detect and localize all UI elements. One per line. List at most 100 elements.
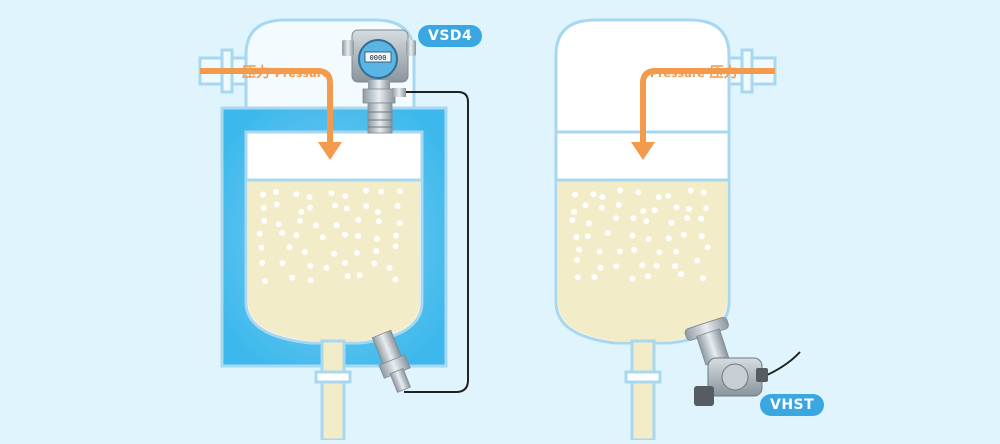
- bubble: [613, 215, 620, 222]
- bubble: [392, 243, 399, 250]
- bubble: [645, 273, 651, 280]
- bubble: [392, 276, 399, 283]
- bubble: [333, 222, 340, 229]
- bubble: [639, 262, 646, 269]
- bubble: [373, 248, 380, 255]
- bubble: [312, 222, 319, 229]
- bubble: [341, 231, 348, 238]
- bubble: [574, 274, 581, 281]
- bubble: [604, 230, 611, 236]
- vhst-gland-left: [694, 386, 714, 406]
- bubble: [629, 232, 636, 239]
- vsd4-connector-right: [406, 40, 416, 56]
- bubble: [323, 264, 330, 271]
- bubble: [617, 187, 624, 194]
- left-flow-en: Pressure: [274, 67, 330, 80]
- bubble: [680, 231, 687, 238]
- bubble: [585, 220, 592, 227]
- bubble: [591, 274, 598, 281]
- bubble: [306, 194, 313, 200]
- bubble: [678, 271, 684, 278]
- bubble: [700, 275, 706, 282]
- bubble: [386, 264, 393, 271]
- bubble: [673, 204, 680, 211]
- vhst-cap: [721, 363, 749, 391]
- bubble: [631, 246, 638, 253]
- bubble: [685, 205, 692, 212]
- bubble: [371, 260, 378, 267]
- bubble: [651, 207, 658, 214]
- bubble: [356, 272, 363, 279]
- bubble: [703, 205, 710, 212]
- right-outlet-collar: [624, 370, 662, 384]
- bubble: [700, 189, 707, 196]
- bubble: [582, 202, 589, 209]
- bubble: [273, 189, 280, 195]
- bubble: [687, 187, 694, 194]
- bubble: [629, 275, 636, 282]
- bubble: [599, 204, 605, 211]
- vhst-tag: VHST: [760, 394, 825, 416]
- bubble: [279, 229, 286, 236]
- right-pressure-arrow: [640, 68, 775, 145]
- bubble: [293, 191, 300, 198]
- bubble: [331, 250, 338, 257]
- bubble: [616, 248, 623, 255]
- bubble: [378, 188, 385, 195]
- vsd4-sensor: 0000: [342, 29, 469, 393]
- bubble: [260, 191, 266, 198]
- bubble: [275, 221, 282, 228]
- vhst-gland-right: [756, 368, 768, 382]
- bubble: [396, 220, 403, 227]
- bubble: [261, 217, 268, 224]
- bubble: [279, 260, 286, 267]
- bubble: [698, 233, 705, 240]
- bubble: [302, 249, 308, 256]
- bubble: [615, 201, 622, 208]
- bubble: [613, 263, 620, 270]
- bubble: [256, 230, 263, 237]
- bubble: [332, 202, 339, 209]
- left-outlet-collar: [314, 370, 352, 384]
- left-outlet-pipe: [320, 339, 346, 442]
- bubble: [258, 244, 265, 251]
- left-arrow-head: [318, 142, 342, 160]
- vsd4-tag: VSD4: [418, 25, 483, 47]
- bubble: [653, 262, 660, 269]
- vsd4-body: [367, 102, 393, 134]
- bubble: [261, 278, 268, 284]
- left-flow-label: 压力 Pressure: [242, 62, 330, 82]
- bubble: [396, 188, 403, 195]
- right-flow-label: Pressure 压力: [650, 62, 738, 82]
- bubble: [655, 194, 662, 200]
- vsd4-cable: [395, 91, 469, 393]
- bubble: [576, 246, 583, 253]
- bubble: [374, 208, 381, 215]
- bubble: [344, 273, 351, 280]
- bubble: [665, 235, 672, 242]
- bubble: [353, 249, 360, 256]
- bubble: [393, 232, 400, 239]
- bubble: [298, 208, 305, 215]
- bubble: [569, 217, 576, 224]
- bubble: [289, 274, 296, 281]
- right-flow-en: Pressure: [650, 67, 705, 80]
- bubble: [328, 190, 335, 197]
- bubble: [656, 249, 663, 256]
- vsd4-port: [392, 88, 406, 97]
- vsd4-connector: [342, 40, 354, 56]
- vsd4-display: [364, 51, 392, 63]
- bubble: [355, 233, 361, 239]
- bubble: [273, 201, 280, 208]
- vsd4-display-value: 0000: [370, 54, 387, 62]
- bubble: [597, 264, 604, 271]
- left-pressure-arrow: [200, 68, 333, 145]
- bubble: [571, 208, 577, 215]
- bubble: [672, 263, 679, 270]
- bubble: [286, 244, 293, 251]
- bubble: [599, 194, 606, 201]
- bubble: [572, 191, 579, 198]
- bubble: [374, 235, 380, 242]
